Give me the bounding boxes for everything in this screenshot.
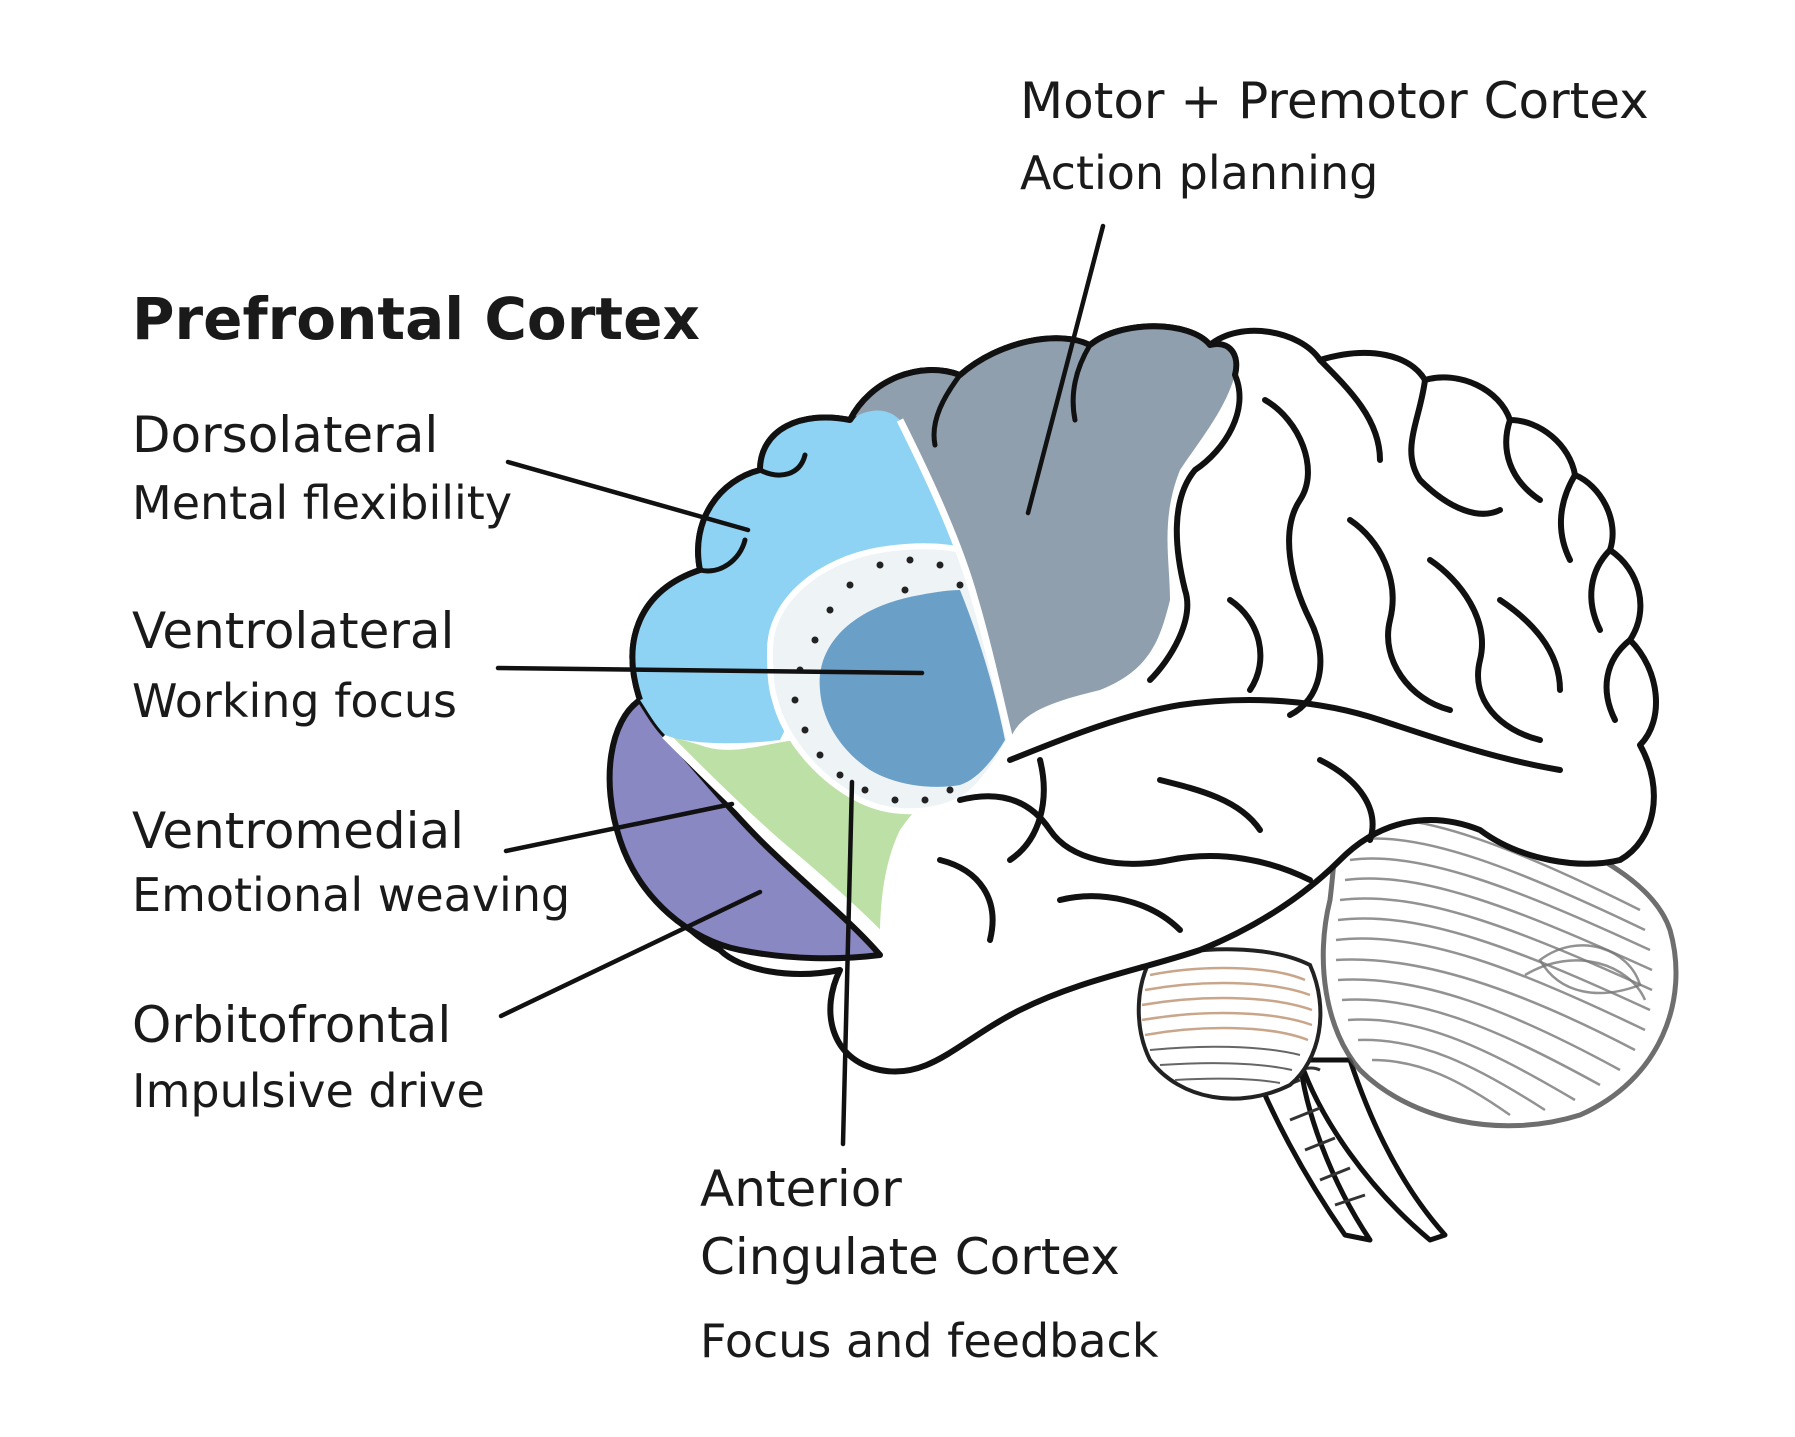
ventromedial-leader (503, 801, 735, 854)
motor-leader (1025, 223, 1106, 516)
motor-premotor-region (850, 326, 1237, 740)
orbitofrontal-description: Impulsive drive (132, 1064, 485, 1118)
dorsolateral-label: Dorsolateral (132, 406, 439, 464)
motor-prefrontal-divider (896, 418, 1014, 741)
anterior-cingulate-label-line2: Cingulate Cortex (700, 1228, 1120, 1286)
dorsolateral-gyri (697, 452, 808, 574)
dorsolateral-description: Mental flexibility (132, 476, 513, 530)
cerebrum-gyri (937, 357, 1633, 943)
motor-premotor-label: Motor + Premotor Cortex (1020, 72, 1649, 130)
anterior-cingulate-leader (840, 779, 855, 1147)
ventrolateral-leader (495, 665, 925, 676)
page-title: Prefrontal Cortex (132, 285, 700, 353)
anterior-cingulate-label-line1: Anterior (700, 1160, 902, 1218)
ventrolateral-region (819, 590, 1005, 787)
cingulate-dots (791, 556, 964, 804)
leader-lines (495, 223, 1106, 1147)
anterior-cingulate-description: Focus and feedback (700, 1314, 1159, 1368)
ventromedial-description: Emotional weaving (132, 868, 571, 922)
ventrolateral-label: Ventrolateral (132, 602, 455, 660)
ventrolateral-description: Working focus (132, 674, 457, 728)
motor-outline (847, 323, 1240, 422)
pons (1136, 947, 1323, 1101)
dorsolateral-leader (505, 459, 751, 533)
motor-premotor-description: Action planning (1020, 146, 1379, 200)
orbitofrontal-leader (498, 889, 763, 1019)
orbitofrontal-label: Orbitofrontal (132, 996, 452, 1054)
ventromedial-label: Ventromedial (132, 802, 465, 860)
dorsolateral-region (632, 395, 980, 744)
brain-stem (1247, 1057, 1448, 1243)
motor-gyri (931, 342, 1093, 448)
